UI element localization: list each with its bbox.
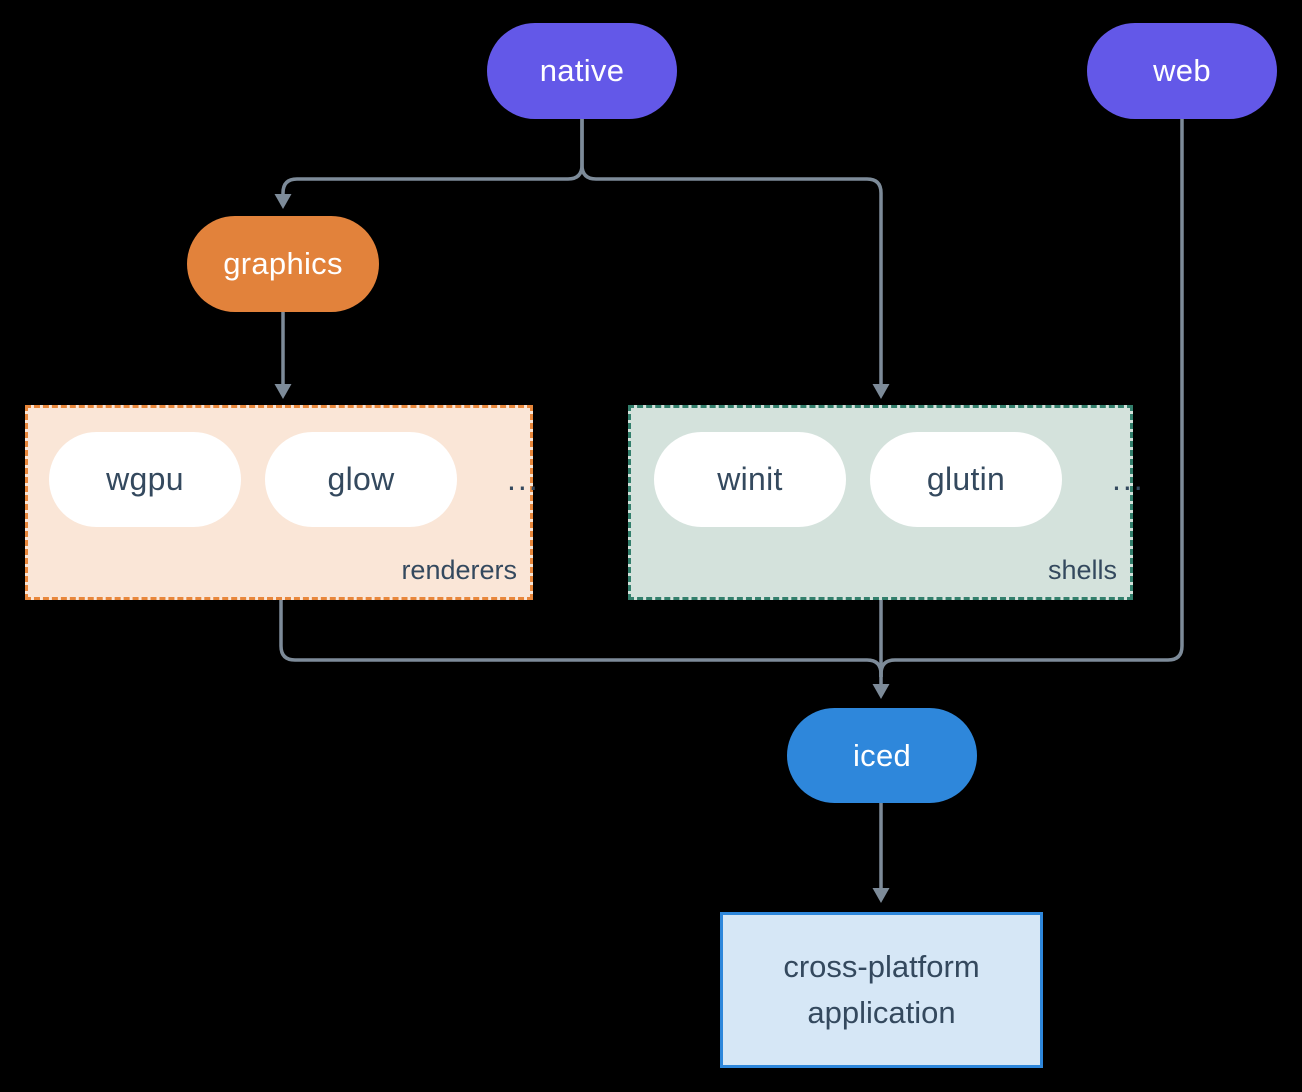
shells-group-label: shells — [1047, 555, 1117, 585]
node-graphics-label: graphics — [223, 246, 343, 281]
application-box: cross-platform application — [720, 912, 1043, 1068]
application-label-line-2: application — [807, 995, 956, 1030]
renderers-items-row: wgpu glow ... — [49, 432, 540, 527]
node-native-label: native — [539, 53, 625, 88]
node-winit-label: winit — [717, 461, 783, 497]
renderers-group-label: renderers — [401, 555, 517, 585]
arrowhead-shells — [872, 384, 890, 399]
node-glow-label: glow — [327, 461, 395, 497]
node-glutin-label: glutin — [926, 461, 1006, 497]
renderers-ellipsis: ... — [507, 461, 540, 497]
group-shells: winit glutin ... shells — [628, 405, 1143, 600]
shells-items-row: winit glutin ... — [654, 432, 1145, 527]
application-label-line-1: cross-platform — [783, 949, 980, 984]
node-web: web — [1087, 23, 1277, 119]
node-iced: iced — [787, 708, 977, 803]
arrowhead-iced — [872, 684, 890, 699]
node-iced-label: iced — [852, 737, 912, 773]
group-renderers: wgpu glow ... renderers — [25, 405, 538, 600]
arrowhead-renderers — [274, 384, 292, 399]
edge-renderers-to-iced — [279, 600, 883, 677]
shells-ellipsis: ... — [1112, 461, 1145, 497]
node-winit: winit — [654, 432, 846, 527]
node-graphics: graphics — [187, 216, 379, 312]
node-wgpu: wgpu — [49, 432, 241, 527]
node-web-label: web — [1153, 53, 1211, 88]
node-native: native — [487, 23, 677, 119]
node-glutin: glutin — [870, 432, 1062, 527]
node-wgpu-label: wgpu — [106, 461, 184, 497]
arrowhead-graphics — [274, 194, 292, 209]
arrowhead-application — [872, 888, 890, 903]
edge-native-to-graphics — [281, 119, 584, 195]
node-glow: glow — [265, 432, 457, 527]
edge-native-to-shells — [580, 119, 883, 385]
